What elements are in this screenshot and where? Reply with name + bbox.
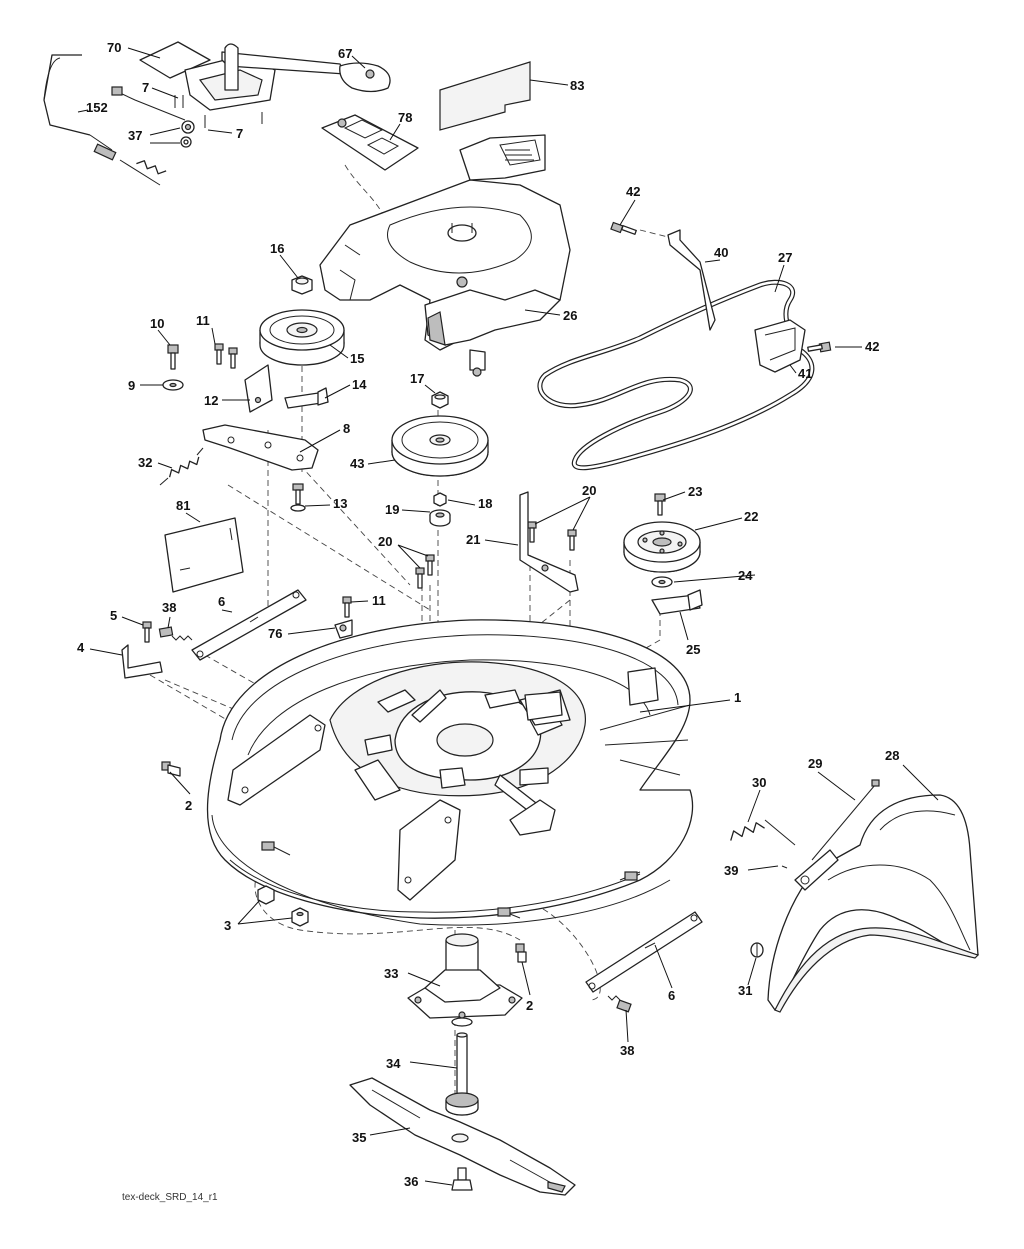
belt-27 bbox=[537, 279, 815, 471]
callout-81: 81 bbox=[176, 498, 190, 513]
lift-rods-left bbox=[121, 589, 307, 679]
callout-20: 20 bbox=[582, 483, 596, 498]
spindle-pulley-43 bbox=[391, 391, 489, 477]
callout-15: 15 bbox=[350, 351, 364, 366]
callout-35: 35 bbox=[352, 1130, 366, 1145]
callout-23: 23 bbox=[688, 484, 702, 499]
leader-lines bbox=[77, 47, 939, 1186]
spring-30 bbox=[730, 819, 796, 846]
callout-40: 40 bbox=[714, 245, 728, 260]
callout-19: 19 bbox=[385, 502, 399, 517]
callout-17: 17 bbox=[410, 371, 424, 386]
callout-11: 11 bbox=[196, 313, 210, 328]
callout-34: 34 bbox=[386, 1056, 401, 1071]
callout-14: 14 bbox=[352, 377, 367, 392]
callout-67: 67 bbox=[338, 46, 352, 61]
callout-6: 6 bbox=[668, 988, 675, 1003]
decal-81 bbox=[164, 517, 244, 593]
callout-20: 20 bbox=[378, 534, 392, 549]
callout-83: 83 bbox=[570, 78, 584, 93]
callout-33: 33 bbox=[384, 966, 398, 981]
callout-3: 3 bbox=[224, 918, 231, 933]
callout-78: 78 bbox=[398, 110, 412, 125]
decal-83 bbox=[439, 61, 531, 131]
bolts-and-bracket-21 bbox=[334, 491, 579, 639]
deck-cover-26 bbox=[319, 134, 571, 377]
callout-27: 27 bbox=[778, 250, 792, 265]
callout-1: 1 bbox=[734, 690, 741, 705]
callout-39: 39 bbox=[724, 863, 738, 878]
blade-35 bbox=[349, 1077, 576, 1196]
callout-152: 152 bbox=[86, 100, 108, 115]
diagram-filename: tex-deck_SRD_14_r1 bbox=[122, 1192, 218, 1203]
callout-6: 6 bbox=[218, 594, 225, 609]
blade-bolt-36 bbox=[451, 1167, 473, 1191]
callout-28: 28 bbox=[885, 748, 899, 763]
discharge-chute-28 bbox=[767, 794, 980, 1013]
callout-labels: 70 67 83 7 7 152 37 78 42 40 27 16 11 10… bbox=[77, 40, 899, 1189]
callout-18: 18 bbox=[478, 496, 492, 511]
callout-8: 8 bbox=[343, 421, 350, 436]
plate-78 bbox=[321, 114, 419, 171]
callout-4: 4 bbox=[77, 640, 85, 655]
callout-12: 12 bbox=[204, 393, 218, 408]
callout-2: 2 bbox=[526, 998, 533, 1013]
callout-29: 29 bbox=[808, 756, 822, 771]
spindle-housing-33 bbox=[407, 933, 523, 1027]
callout-2: 2 bbox=[185, 798, 192, 813]
lift-rod-right bbox=[585, 911, 703, 1013]
callout-26: 26 bbox=[563, 308, 577, 323]
small-parts-31-39 bbox=[750, 865, 788, 958]
callout-42: 42 bbox=[626, 184, 640, 199]
callout-21: 21 bbox=[466, 532, 480, 547]
callout-16: 16 bbox=[270, 241, 284, 256]
callout-31: 31 bbox=[738, 983, 752, 998]
callout-38: 38 bbox=[162, 600, 176, 615]
belt-guides bbox=[610, 221, 832, 373]
callout-24: 24 bbox=[738, 568, 753, 583]
spacer-18-19 bbox=[429, 492, 451, 527]
callout-37: 37 bbox=[128, 128, 142, 143]
callout-70: 70 bbox=[107, 40, 121, 55]
rod-29 bbox=[811, 779, 880, 861]
callout-11: 11 bbox=[372, 593, 386, 608]
callout-7: 7 bbox=[142, 80, 149, 95]
callout-42: 42 bbox=[865, 339, 879, 354]
callout-5: 5 bbox=[110, 608, 117, 623]
mower-deck-1 bbox=[206, 619, 694, 926]
callout-10: 10 bbox=[150, 316, 164, 331]
idler-arm-assembly bbox=[159, 343, 329, 512]
callout-38: 38 bbox=[620, 1043, 634, 1058]
callout-41: 41 bbox=[798, 366, 812, 381]
idler-pulley-22 bbox=[623, 493, 703, 615]
callout-22: 22 bbox=[744, 509, 758, 524]
callout-25: 25 bbox=[686, 642, 700, 657]
callout-36: 36 bbox=[404, 1174, 418, 1189]
callout-7: 7 bbox=[236, 126, 243, 141]
callout-43: 43 bbox=[350, 456, 364, 471]
pins-2 bbox=[161, 761, 527, 963]
callout-30: 30 bbox=[752, 775, 766, 790]
lift-linkage-assembly bbox=[43, 41, 391, 186]
callout-9: 9 bbox=[128, 378, 135, 393]
callout-13: 13 bbox=[333, 496, 347, 511]
pulley-15 bbox=[259, 309, 345, 366]
nut-16 bbox=[291, 275, 313, 295]
nuts-3 bbox=[257, 885, 309, 927]
callout-32: 32 bbox=[138, 455, 152, 470]
callout-76: 76 bbox=[268, 626, 282, 641]
spindle-shaft-34 bbox=[445, 1032, 479, 1116]
